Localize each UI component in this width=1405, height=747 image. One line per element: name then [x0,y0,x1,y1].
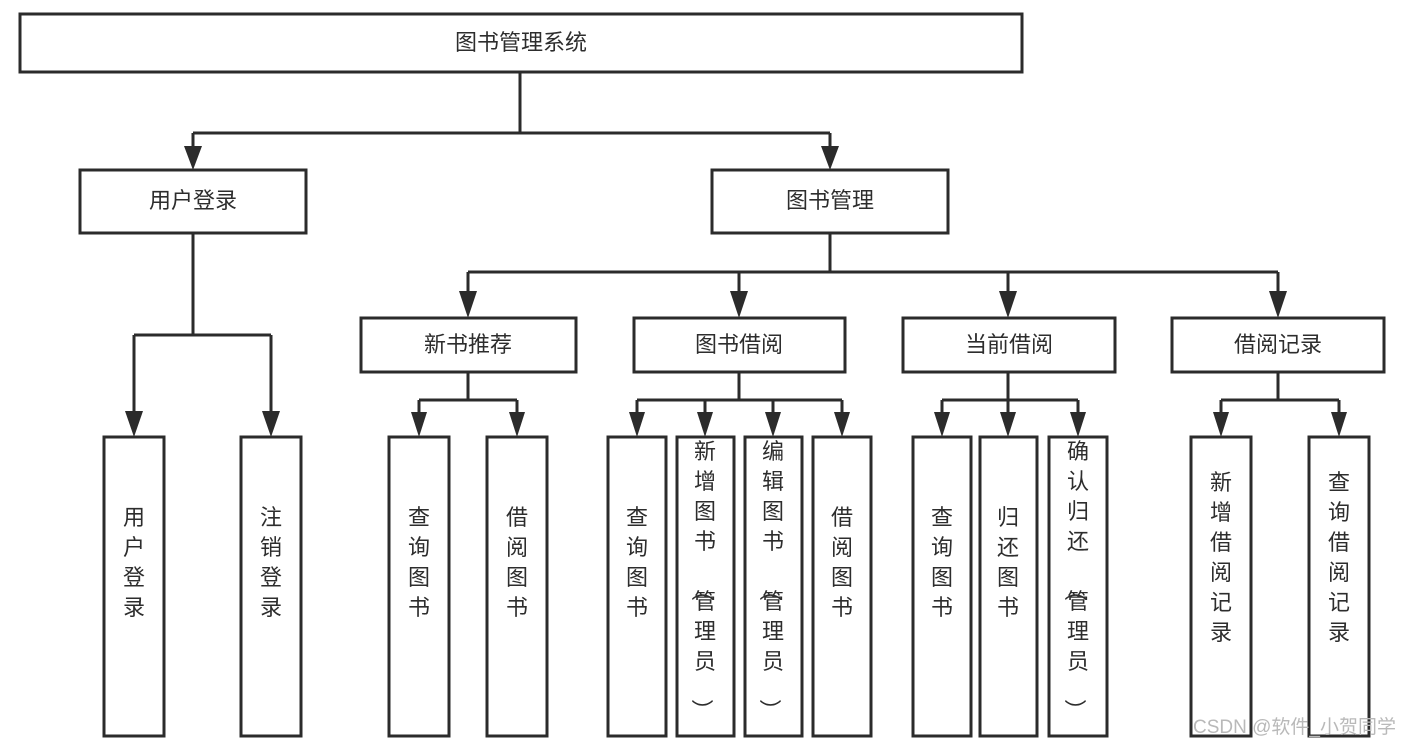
arrowhead-borrow-record [1269,291,1287,318]
node-root-label: 图书管理系统 [455,30,587,55]
csdn-watermark: CSDN @软件_小贺同学 [1193,716,1396,738]
node-book-management-label: 图书管理 [786,188,874,213]
arrowhead-leaf-borrow-book-1 [509,412,525,437]
node-user-login-box[interactable] [78,168,308,235]
node-borrow-record-box[interactable] [1170,316,1386,374]
leaf-edit-book[interactable]: 编辑图书（管理员） [743,435,804,738]
connector-group-root [184,72,839,170]
leaf-add-borrow-record-box[interactable] [1189,435,1253,738]
arrowhead-leaf-borrow-book-2 [834,412,850,437]
arrowhead-book-borrow [730,291,748,318]
leaf-borrow-book-2[interactable]: 借阅图书 [811,435,873,738]
arrowhead-leaf-query-book-2 [629,412,645,437]
leaf-confirm-return-box[interactable] [1047,435,1109,738]
leaf-borrow-book-2-box[interactable] [811,435,873,738]
arrowhead-leaf-return-book [1000,412,1016,437]
node-current-borrow-box[interactable] [901,316,1117,374]
arrowhead-leaf-query-book-3 [934,412,950,437]
leaf-query-book-2[interactable]: 查询图书 [606,435,668,738]
leaf-query-book-1-box[interactable] [387,435,451,738]
leaf-query-book-1-label: 查询图书 [408,505,430,620]
arrowhead-leaf-logout-login [262,411,280,437]
leaf-user-login-box[interactable] [102,435,166,738]
node-book-management-box[interactable] [710,168,950,235]
leaf-add-borrow-record-label: 新增借阅记录 [1210,470,1232,645]
node-book-management[interactable]: 图书管理 [710,168,950,235]
leaf-edit-book-label: 编辑图书（管理员） [757,439,784,721]
leaf-logout-login-box[interactable] [239,435,303,738]
leaf-query-borrow-record-box[interactable] [1307,435,1371,738]
arrowhead-user-login [184,146,202,170]
leaf-borrow-book-1-box[interactable] [485,435,549,738]
arrowhead-leaf-confirm-return [1070,412,1086,437]
node-user-login[interactable]: 用户登录 [78,168,308,235]
connector-group-borrow-record [1213,372,1347,437]
arrowhead-current-borrow [999,291,1017,318]
node-book-borrow-box[interactable] [632,316,847,374]
arrowhead-leaf-query-book-1 [411,412,427,437]
node-current-borrow-label: 当前借阅 [965,332,1053,357]
leaf-user-login-label: 用户登录 [123,505,145,620]
connector-group-user-login [125,233,280,437]
arrowhead-book-management [821,146,839,170]
connector-group-book-management [459,233,1287,318]
node-user-login-label: 用户登录 [149,188,237,213]
connector-group-current-borrow [934,372,1086,437]
leaf-borrow-book-2-label: 借阅图书 [831,505,853,620]
connector-group-book-borrow [629,372,850,437]
leaf-query-book-3-box[interactable] [911,435,973,738]
node-new-book-recommend-label: 新书推荐 [424,332,512,357]
leaf-logout-login[interactable]: 注销登录 [239,435,303,738]
leaf-confirm-return-label: 确认归还（管理员） [1062,439,1089,721]
node-current-borrow[interactable]: 当前借阅 [901,316,1117,374]
leaf-add-book[interactable]: 新增图书（管理员） [675,435,736,738]
leaf-add-borrow-record[interactable]: 新增借阅记录 [1189,435,1253,738]
node-book-borrow-label: 图书借阅 [695,332,783,357]
leaf-borrow-book-1-label: 借阅图书 [506,505,528,620]
leaf-query-book-1[interactable]: 查询图书 [387,435,451,738]
arrowhead-leaf-add-borrow-record [1213,412,1229,437]
leaf-edit-book-box[interactable] [743,435,804,738]
leaf-return-book-box[interactable] [978,435,1039,738]
node-root[interactable]: 图书管理系统 [18,12,1024,74]
node-borrow-record[interactable]: 借阅记录 [1170,316,1386,374]
node-new-book-recommend[interactable]: 新书推荐 [359,316,578,374]
leaf-query-borrow-record[interactable]: 查询借阅记录 [1307,435,1371,738]
leaf-query-book-2-label: 查询图书 [626,505,648,620]
arrowhead-leaf-add-book [697,412,713,437]
leaf-query-book-3[interactable]: 查询图书 [911,435,973,738]
leaf-query-book-2-box[interactable] [606,435,668,738]
arrowhead-leaf-query-borrow-record [1331,412,1347,437]
leaf-add-book-box[interactable] [675,435,736,738]
leaf-query-book-3-label: 查询图书 [931,505,953,620]
leaf-return-book[interactable]: 归还图书 [978,435,1039,738]
leaf-borrow-book-1[interactable]: 借阅图书 [485,435,549,738]
node-book-borrow[interactable]: 图书借阅 [632,316,847,374]
arrowhead-leaf-edit-book [765,412,781,437]
node-borrow-record-label: 借阅记录 [1234,332,1322,357]
leaf-query-borrow-record-label: 查询借阅记录 [1328,470,1350,645]
leaf-user-login[interactable]: 用户登录 [102,435,166,738]
leaf-logout-login-label: 注销登录 [260,505,282,620]
arrowhead-new-book-recommend [459,291,477,318]
node-root-box[interactable] [18,12,1024,74]
connector-group-new-book-recommend [411,372,525,437]
leaf-add-book-label: 新增图书（管理员） [689,439,716,721]
node-new-book-recommend-box[interactable] [359,316,578,374]
leaf-confirm-return[interactable]: 确认归还（管理员） [1047,435,1109,738]
arrowhead-leaf-user-login [125,411,143,437]
leaf-return-book-label: 归还图书 [997,505,1019,620]
